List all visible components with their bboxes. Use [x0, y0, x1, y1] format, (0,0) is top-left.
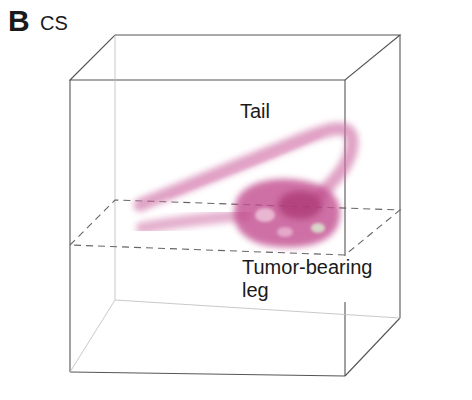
tail-label: Tail	[240, 100, 270, 123]
modality-label: CS	[40, 12, 68, 35]
cube-wireframe	[70, 35, 400, 376]
tumor-signal	[234, 179, 340, 247]
tumor-label: Tumor-bearing leg	[240, 256, 384, 302]
panel-letter: B	[8, 4, 30, 39]
